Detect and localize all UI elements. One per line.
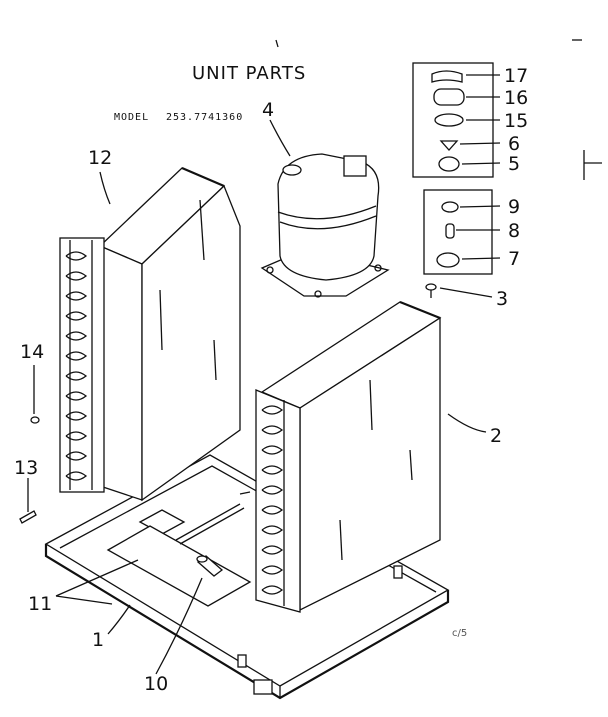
callout-14: 14	[20, 341, 44, 363]
nut	[441, 201, 459, 213]
screw	[19, 510, 37, 524]
grommet-bracket	[431, 70, 463, 83]
model-label: MODEL	[114, 112, 149, 123]
callout-13: 13	[14, 457, 38, 479]
base-tab	[253, 679, 273, 695]
coil-tube-plate	[59, 237, 105, 493]
evaporator-coil	[59, 166, 241, 502]
compressor	[260, 153, 390, 298]
callout-15: 15	[504, 110, 528, 132]
base-tab	[393, 565, 403, 579]
base-tab	[237, 654, 247, 668]
callout-2: 2	[490, 425, 502, 447]
grommet	[438, 156, 460, 172]
page-mark: c/5	[452, 628, 467, 639]
mount-hardware-inset-bottom	[423, 189, 493, 275]
condenser-coil	[255, 300, 442, 613]
callout-4: 4	[262, 99, 274, 121]
callout-5: 5	[508, 153, 520, 175]
callout-17: 17	[504, 65, 528, 87]
spacer	[445, 223, 455, 239]
mount-hardware-inset-top	[412, 62, 494, 178]
callout-11: 11	[28, 593, 52, 615]
callout-6: 6	[508, 133, 520, 155]
coil-tube-plate	[255, 389, 301, 613]
cone-washer	[439, 140, 459, 151]
base-pan	[44, 454, 450, 700]
callout-8: 8	[508, 220, 520, 242]
coil-face	[141, 184, 241, 502]
leader-lines	[27, 74, 501, 675]
drain-tube	[196, 555, 224, 577]
compressor-terminal-box	[343, 155, 367, 177]
callout-7: 7	[508, 248, 520, 270]
screw	[425, 283, 437, 298]
callout-1: 1	[92, 629, 104, 651]
callout-10: 10	[144, 673, 168, 695]
rubber-mount	[436, 252, 460, 268]
callout-12: 12	[88, 147, 112, 169]
ring	[434, 113, 464, 127]
coil-side	[99, 245, 143, 501]
model-number: 253.7741360	[166, 112, 243, 123]
callout-16: 16	[504, 87, 528, 109]
callout-3: 3	[496, 288, 508, 310]
screw	[30, 416, 40, 424]
callout-9: 9	[508, 196, 520, 218]
sleeve	[433, 88, 465, 106]
edge-mark	[275, 39, 279, 48]
diagram-title: UNIT PARTS	[192, 63, 306, 84]
compressor-shell	[277, 153, 380, 281]
